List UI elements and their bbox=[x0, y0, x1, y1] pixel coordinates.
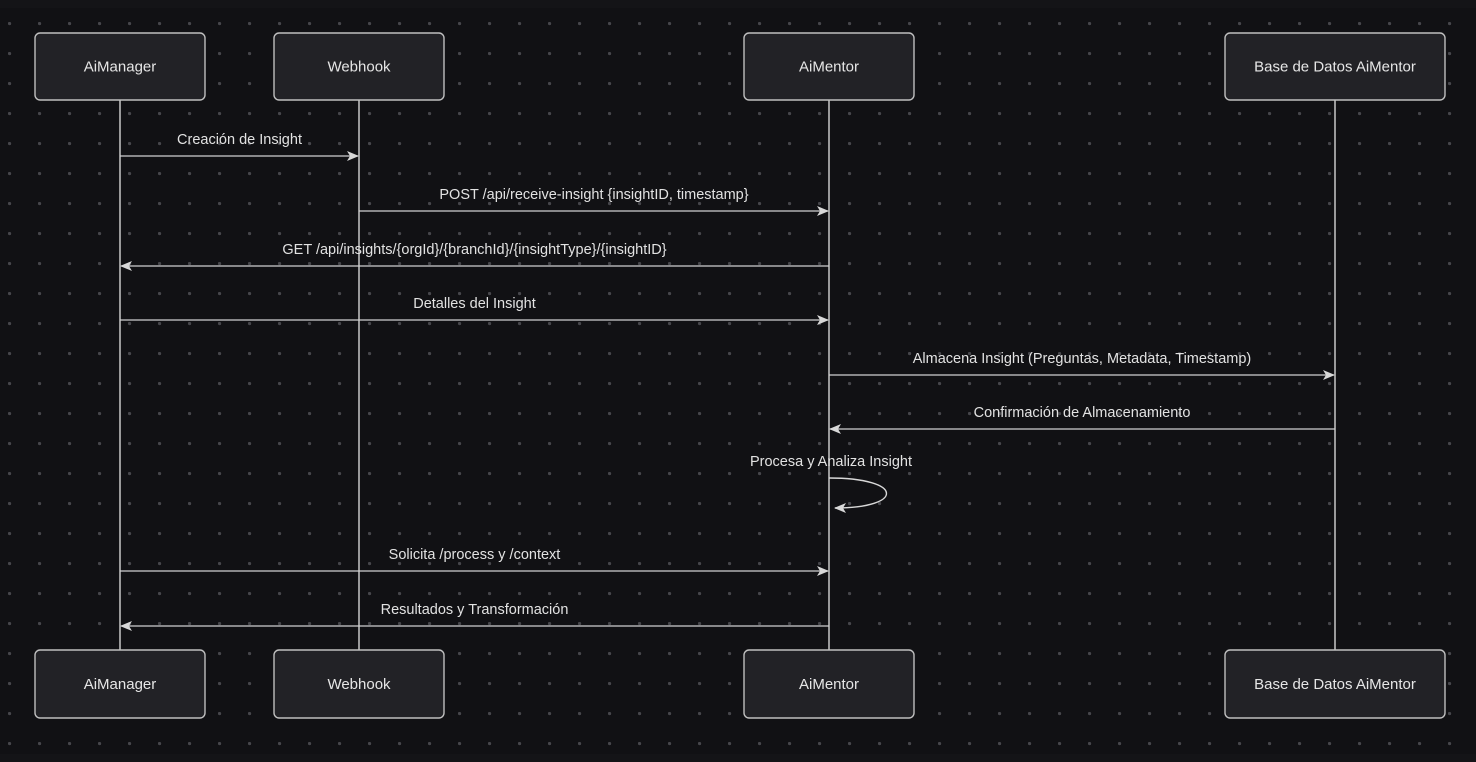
message-7[interactable]: Procesa y Analiza Insight bbox=[750, 454, 912, 513]
dot-grid-background bbox=[0, 8, 1476, 754]
message-label: Confirmación de Almacenamiento bbox=[974, 405, 1191, 421]
message-4[interactable]: Detalles del Insight bbox=[120, 296, 829, 325]
canvas-bottom-margin bbox=[0, 754, 1476, 762]
participant-box[interactable] bbox=[1224, 32, 1446, 101]
message-1[interactable]: Creación de Insight bbox=[120, 132, 359, 161]
participant-label: Webhook bbox=[327, 676, 391, 693]
message-6[interactable]: Confirmación de Almacenamiento bbox=[829, 405, 1335, 434]
participant-label: Base de Datos AiMentor bbox=[1254, 676, 1416, 693]
participant-label: Webhook bbox=[327, 58, 391, 75]
participants-top-layer: AiManager Webhook AiMentor Base de Datos Ai… bbox=[34, 32, 1446, 101]
participant-box[interactable] bbox=[34, 32, 206, 101]
message-5[interactable]: Almacena Insight (Preguntas, Metadata, T… bbox=[829, 351, 1335, 380]
message-label: Procesa y Analiza Insight bbox=[750, 454, 912, 470]
participant-box[interactable] bbox=[1224, 649, 1446, 719]
participant-label: AiMentor bbox=[799, 676, 859, 693]
participant-aimentor-top[interactable]: AiMentor bbox=[743, 32, 915, 101]
participant-label: AiManager bbox=[84, 676, 157, 693]
participant-label: AiManager bbox=[84, 58, 157, 75]
participant-box[interactable] bbox=[273, 649, 445, 719]
message-label: GET /api/insights/{orgId}/{branchId}/{in… bbox=[282, 242, 666, 258]
participant-box[interactable] bbox=[743, 32, 915, 101]
participant-aimanager-bottom[interactable]: AiManager bbox=[34, 649, 206, 719]
message-label: Detalles del Insight bbox=[413, 296, 536, 312]
participants-bottom-layer: AiManager Webhook AiMentor Base de Datos Ai… bbox=[34, 649, 1446, 719]
message-label: Resultados y Transformación bbox=[381, 602, 569, 618]
message-label: POST /api/receive-insight {insightID, ti… bbox=[439, 187, 748, 203]
participant-box[interactable] bbox=[273, 32, 445, 101]
participant-webhook-top[interactable]: Webhook bbox=[273, 32, 445, 101]
participant-aimanager-top[interactable]: AiManager bbox=[34, 32, 206, 101]
participant-label: AiMentor bbox=[799, 58, 859, 75]
message-9[interactable]: Resultados y Transformación bbox=[120, 602, 829, 631]
participant-database-bottom[interactable]: Base de Datos AiMentor bbox=[1224, 649, 1446, 719]
participant-box[interactable] bbox=[34, 649, 206, 719]
participant-database-top[interactable]: Base de Datos AiMentor bbox=[1224, 32, 1446, 101]
message-8[interactable]: Solicita /process y /context bbox=[120, 547, 829, 576]
message-label: Solicita /process y /context bbox=[389, 547, 561, 563]
self-loop-arrow bbox=[828, 477, 888, 513]
participant-aimentor-bottom[interactable]: AiMentor bbox=[743, 649, 915, 719]
participant-label: Base de Datos AiMentor bbox=[1254, 58, 1416, 75]
canvas-top-margin bbox=[0, 0, 1476, 8]
message-2[interactable]: POST /api/receive-insight {insightID, ti… bbox=[359, 187, 829, 216]
message-label: Creación de Insight bbox=[177, 132, 302, 148]
message-label: Almacena Insight (Preguntas, Metadata, T… bbox=[913, 351, 1252, 367]
participant-webhook-bottom[interactable]: Webhook bbox=[273, 649, 445, 719]
participant-box[interactable] bbox=[743, 649, 915, 719]
message-3[interactable]: GET /api/insights/{orgId}/{branchId}/{in… bbox=[120, 242, 829, 271]
